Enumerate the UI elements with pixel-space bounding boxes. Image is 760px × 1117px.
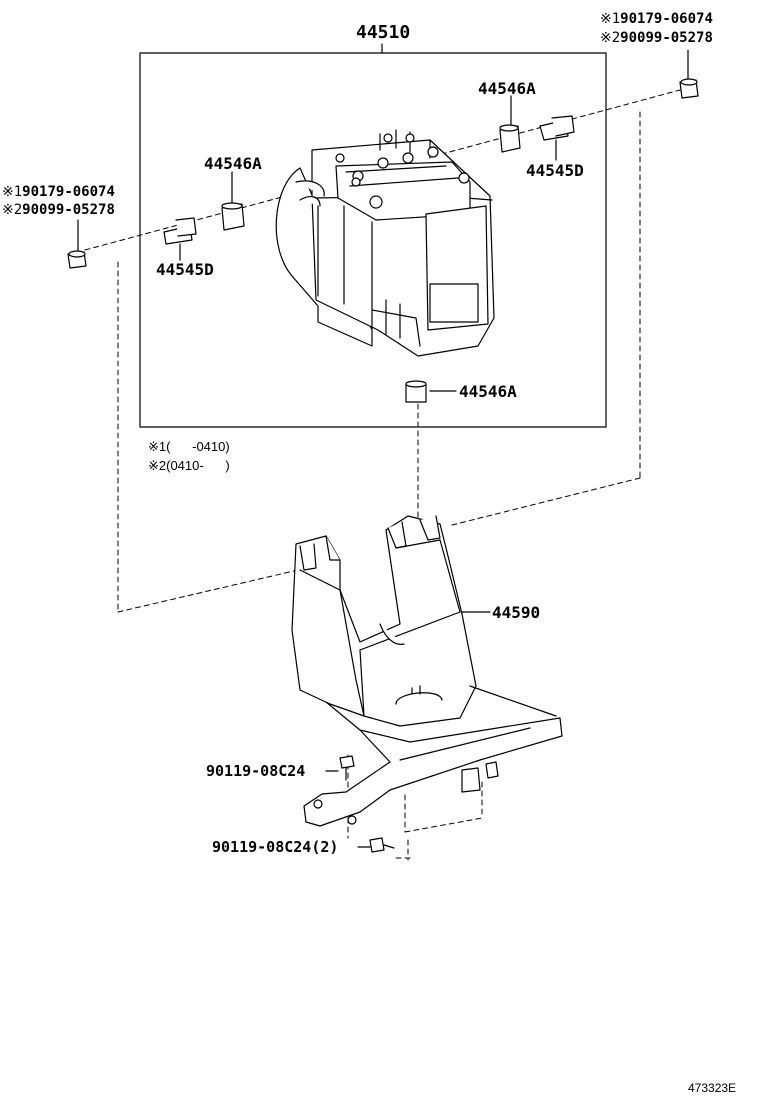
mark-1: ※1 bbox=[2, 184, 23, 200]
nut-left bbox=[68, 251, 86, 268]
note-1: ※1( -0410) bbox=[148, 439, 230, 454]
part-number: 90099-05278 bbox=[620, 30, 713, 46]
bolt-small bbox=[340, 756, 354, 780]
label-bolt-small: 90119-08C24 bbox=[206, 762, 306, 780]
label-nut-left-2: ※290099-05278 bbox=[2, 203, 115, 217]
label-bolt-small-qty: 90119-08C24(2) bbox=[212, 838, 339, 856]
label-bracket: 44590 bbox=[492, 603, 541, 622]
part-number: 90099-05278 bbox=[22, 202, 115, 218]
label-cushion-left: 44546A bbox=[204, 154, 262, 173]
label-bolt-left: 44545D bbox=[156, 260, 214, 279]
part-number: 90179-06074 bbox=[620, 11, 713, 27]
cushion-left bbox=[222, 203, 244, 230]
diagram-id: 473323E bbox=[688, 1081, 737, 1095]
label-cushion-top: 44546A bbox=[478, 79, 536, 98]
label-nut-right-1: ※190179-06074 bbox=[600, 12, 713, 26]
label-assembly: 44510 bbox=[356, 22, 411, 43]
nut-right bbox=[680, 79, 698, 98]
abs-actuator bbox=[276, 130, 494, 356]
label-bolt-right: 44545D bbox=[526, 161, 584, 180]
cushion-top bbox=[500, 125, 520, 152]
mark-2: ※2 bbox=[2, 202, 23, 218]
label-cushion-bottom: 44546A bbox=[459, 382, 517, 401]
label-nut-right-2: ※290099-05278 bbox=[600, 31, 713, 45]
part-number: 90179-06074 bbox=[22, 184, 115, 200]
bolt-right bbox=[540, 116, 574, 140]
label-nut-left-1: ※190179-06074 bbox=[2, 185, 115, 199]
mark-2: ※2 bbox=[600, 30, 621, 46]
cushion-bottom bbox=[406, 381, 426, 402]
note-2: ※2(0410- ) bbox=[148, 458, 230, 473]
bolt-small-2 bbox=[370, 838, 394, 852]
bracket bbox=[292, 516, 562, 826]
mark-1: ※1 bbox=[600, 11, 621, 27]
assembly-frame bbox=[140, 53, 606, 427]
bolt-left bbox=[164, 218, 196, 244]
